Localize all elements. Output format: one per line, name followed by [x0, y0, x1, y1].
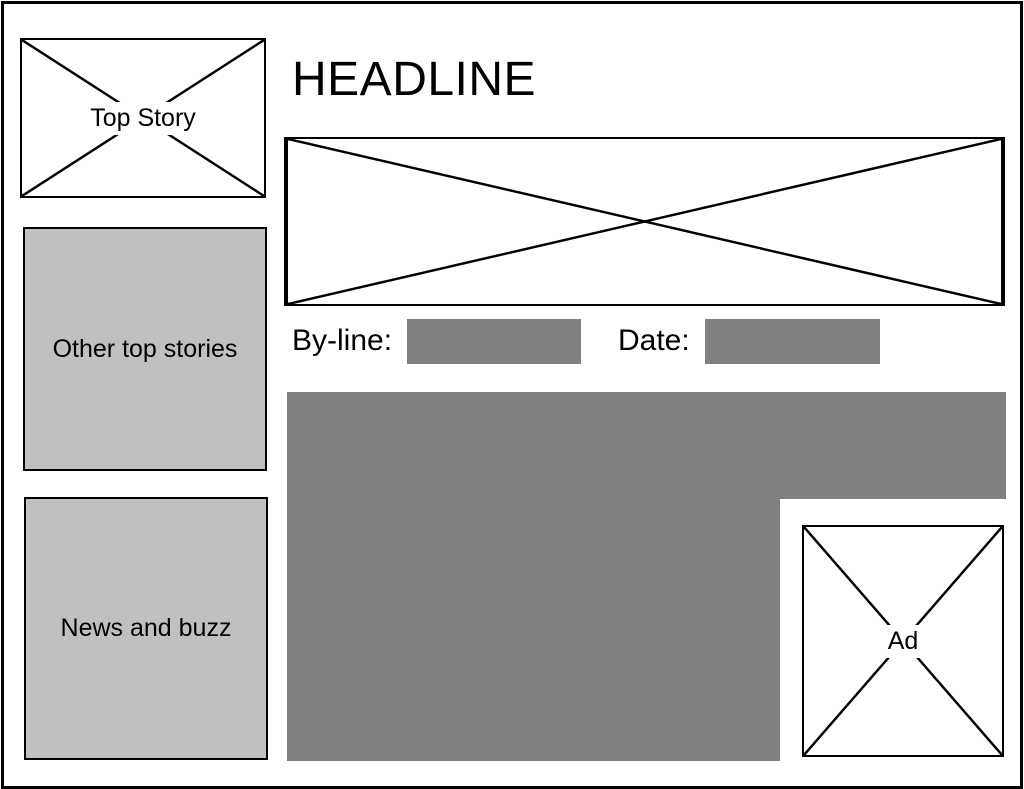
top-story-image-placeholder[interactable]: Top Story — [20, 38, 266, 198]
date-field[interactable] — [705, 319, 880, 364]
byline-field[interactable] — [407, 319, 581, 364]
placeholder-cross-icon — [288, 139, 1001, 304]
other-top-stories-panel[interactable]: Other top stories — [23, 227, 267, 471]
ad-placeholder[interactable]: Ad — [802, 525, 1004, 757]
byline-label: By-line: — [292, 324, 393, 357]
top-story-label: Top Story — [84, 101, 202, 135]
date-label: Date: — [618, 324, 690, 357]
news-and-buzz-label: News and buzz — [60, 614, 232, 642]
other-top-stories-label: Other top stories — [52, 334, 238, 363]
article-body-placeholder[interactable] — [287, 392, 1006, 761]
page-headline: HEADLINE — [292, 53, 537, 106]
ad-label: Ad — [881, 624, 925, 658]
hero-image-placeholder[interactable] — [284, 137, 1005, 306]
news-and-buzz-panel[interactable]: News and buzz — [24, 497, 268, 760]
